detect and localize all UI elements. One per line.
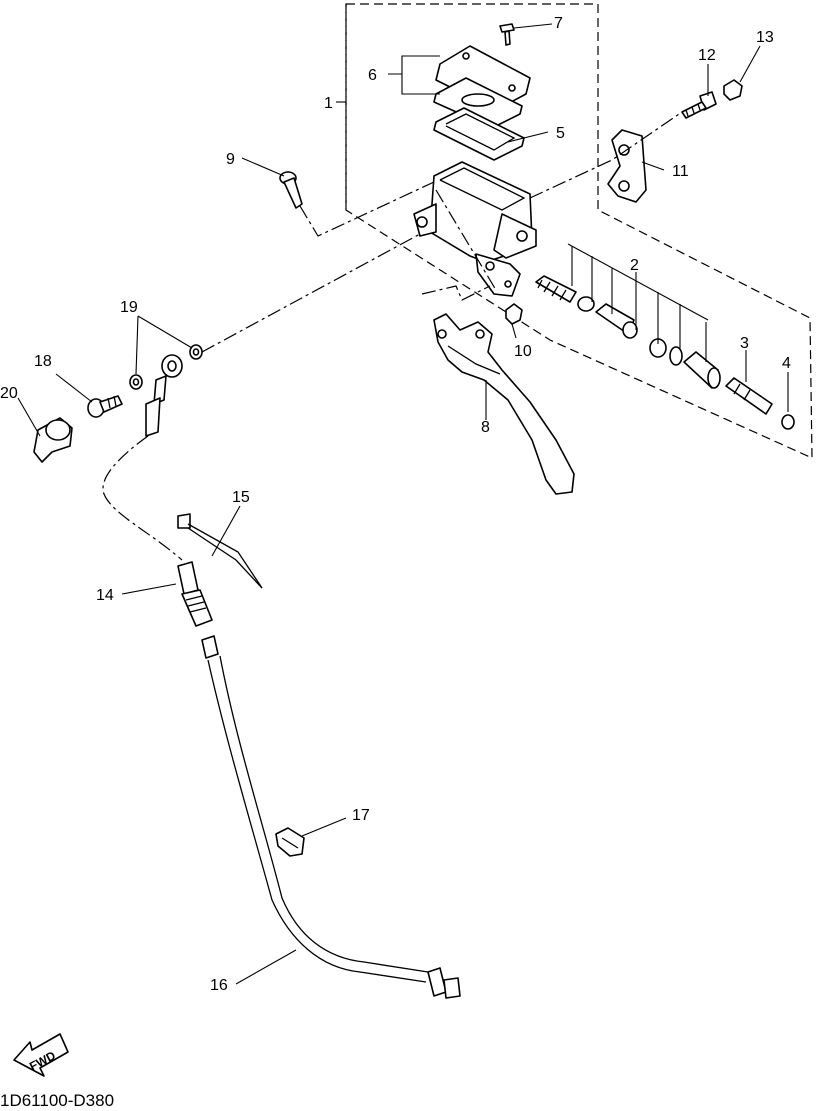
fwd-arrow-icon: FWD — [13, 1033, 69, 1077]
callout-19: 19 — [120, 299, 138, 316]
callout-16: 16 — [210, 977, 228, 994]
clamp-nut — [723, 79, 743, 101]
callout-4: 4 — [782, 355, 791, 372]
hose-upper — [102, 435, 183, 561]
callout-8: 8 — [481, 419, 490, 436]
callout-12: 12 — [698, 47, 716, 64]
assembly-lines — [201, 111, 683, 353]
union-bolt — [87, 395, 123, 418]
callout-13: 13 — [756, 29, 774, 46]
hose-joint — [177, 561, 213, 627]
handlebar-clamp — [607, 129, 647, 203]
callout-9: 9 — [226, 151, 235, 168]
pivot-bolt — [279, 171, 303, 209]
reservoir-cap-assembly — [433, 23, 531, 161]
callout-7: 7 — [554, 15, 563, 32]
cable-tie — [177, 513, 263, 589]
dust-cap — [781, 414, 795, 430]
callout-1: 1 — [324, 95, 333, 112]
callout-6: 6 — [368, 67, 377, 84]
hydraulic-hose — [201, 635, 461, 999]
callout-17: 17 — [352, 807, 370, 824]
callout-14: 14 — [96, 587, 114, 604]
copper-washers — [129, 344, 203, 390]
callout-20: 20 — [0, 385, 18, 402]
clamp-bolt — [681, 91, 717, 119]
callout-10: 10 — [514, 343, 532, 360]
drawing-code: 1D61100-D380 — [0, 1091, 114, 1110]
callout-labels: 1 2 3 4 5 6 7 8 9 10 11 12 13 14 15 16 1… — [0, 15, 791, 994]
clutch-lever — [433, 313, 575, 495]
callout-15: 15 — [232, 489, 250, 506]
push-rod — [725, 377, 773, 415]
callout-2: 2 — [630, 257, 639, 274]
banjo-fitting — [145, 354, 183, 437]
callout-18: 18 — [34, 353, 52, 370]
callout-11: 11 — [672, 163, 689, 180]
callout-5: 5 — [556, 125, 565, 142]
master-cylinder-body — [413, 161, 537, 297]
pivot-nut — [505, 303, 523, 325]
rubber-cap — [33, 417, 73, 463]
callout-3: 3 — [740, 335, 749, 352]
piston-kit — [535, 243, 721, 389]
leader-lines — [17, 23, 789, 985]
group-outlines — [345, 3, 813, 459]
hose-clamp — [275, 827, 305, 857]
